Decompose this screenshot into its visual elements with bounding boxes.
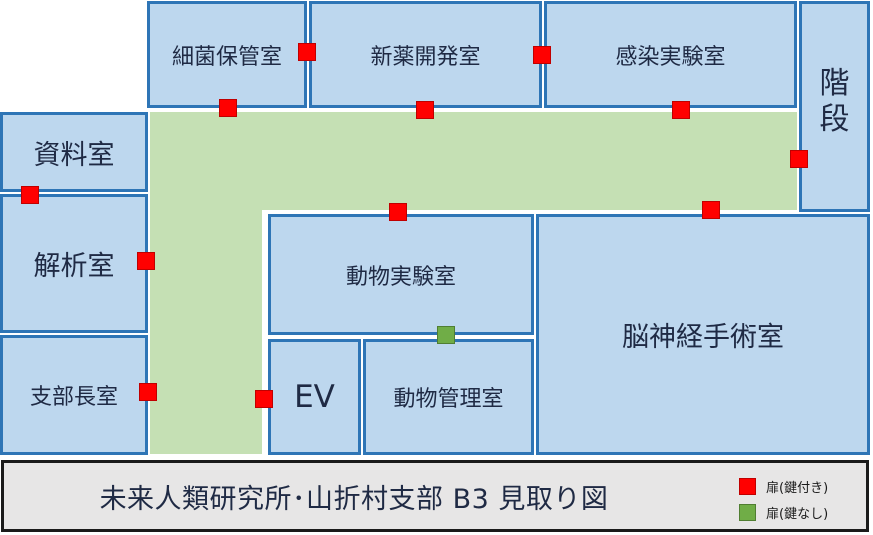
door-locked-neurosurgery [702,201,720,219]
room-infection-lab: 感染実験室 [544,1,797,108]
legend-unlocked-label: 扉(鍵なし) [766,507,829,522]
room-branch-chief: 支部長室 [0,335,148,455]
door-locked-bacteria-new-drug [298,43,316,61]
room-animal-management: 動物管理室 [363,339,534,455]
legend-locked-swatch [739,478,756,495]
door-locked-records-analysis [21,186,39,204]
stairs-char-1: 階 [819,66,850,101]
legend-unlocked-swatch [739,504,756,521]
door-locked-branch-chief [139,383,157,401]
legend-locked-label: 扉(鍵付き) [766,481,829,496]
corridor-vertical [150,112,262,454]
room-label-animal-management: 動物管理室 [393,387,504,412]
page-title: 未来人類研究所･山折村支部 B3 見取り図 [99,483,609,515]
door-locked-stairs [790,150,808,168]
door-locked-new-drug-dev [416,101,434,119]
room-label-stairs: 階 段 [820,66,850,138]
room-label-animal-lab: 動物実験室 [345,264,456,290]
room-records: 資料室 [0,112,148,192]
room-bacteria-storage: 細菌保管室 [147,1,307,108]
room-label-new-drug-dev: 新薬開発室 [370,44,481,70]
room-label-elevator: EV [294,379,335,415]
door-locked-bacteria-storage [219,99,237,117]
door-unlocked-animal-management [437,326,455,344]
legend-locked: 扉(鍵付き) [739,477,828,496]
room-neurosurgery: 脳神経手術室 [536,214,870,455]
door-locked-animal-lab [389,203,407,221]
stairs-char-2: 段 [819,102,850,137]
door-locked-analysis [137,252,155,270]
door-locked-new-drug-infection [533,46,551,64]
room-label-records: 資料室 [33,139,115,171]
room-label-bacteria-storage: 細菌保管室 [171,44,282,70]
door-locked-infection-lab [672,101,690,119]
room-new-drug-dev: 新薬開発室 [309,1,542,108]
room-animal-lab: 動物実験室 [268,214,534,335]
room-elevator: EV [268,339,361,455]
room-label-branch-chief: 支部長室 [29,385,118,410]
room-stairs: 階 段 [799,1,870,212]
room-label-analysis: 解析室 [33,251,115,282]
room-analysis: 解析室 [0,194,148,333]
room-label-neurosurgery: 脳神経手術室 [622,322,784,353]
legend-unlocked: 扉(鍵なし) [739,503,828,522]
door-locked-elevator [255,390,273,408]
footer-panel: 未来人類研究所･山折村支部 B3 見取り図 扉(鍵付き) 扉(鍵なし) [1,460,869,532]
room-label-infection-lab: 感染実験室 [615,44,726,70]
